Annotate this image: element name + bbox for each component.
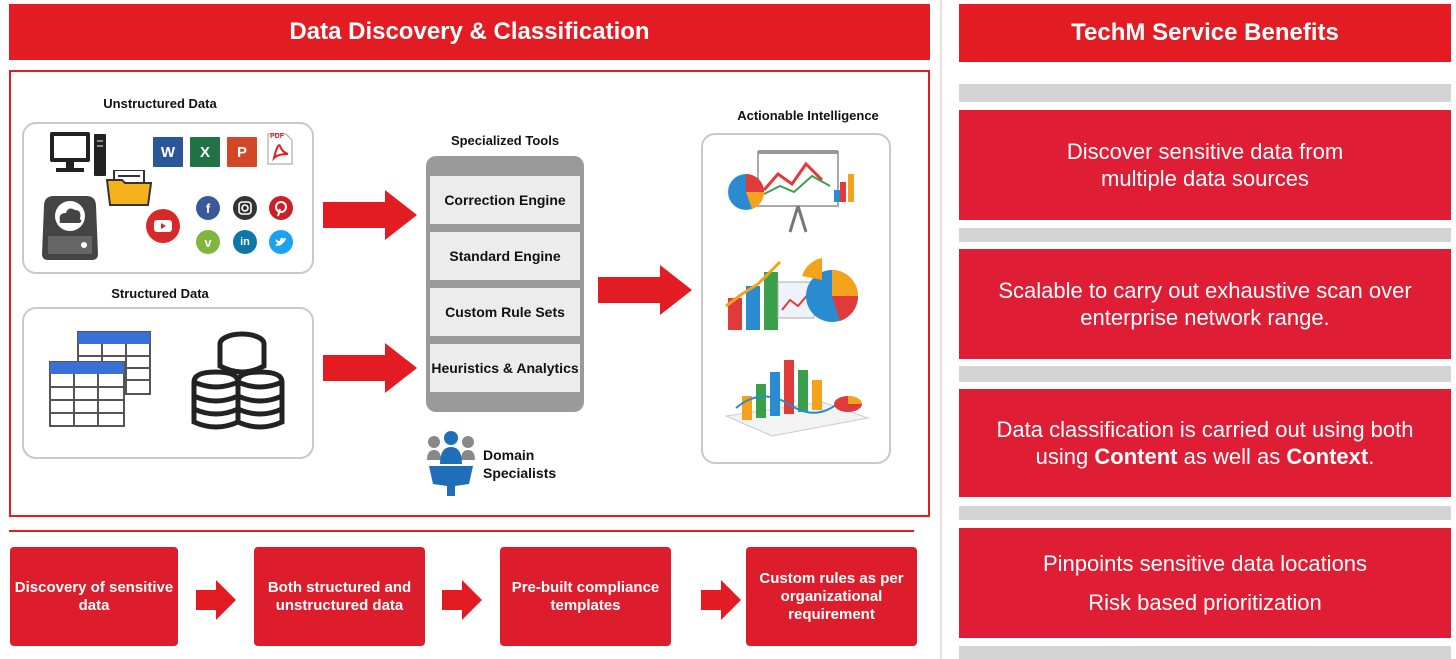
pdf-icon <box>267 133 293 165</box>
benefit-pinpoint-text: Pinpoints sensitive data locations <box>1042 551 1368 576</box>
pdf-icon-text: PDF <box>270 133 284 140</box>
separator-bar-4 <box>959 506 1451 520</box>
presentation-chart-icon <box>728 150 854 233</box>
tool-standard-engine: Standard Engine <box>430 232 580 280</box>
benefit-risk-text: Risk based prioritization <box>1088 590 1322 615</box>
separator-bar-3 <box>959 366 1451 382</box>
benefit-scalable-scan: Scalable to carry out exhaustive scan ov… <box>959 249 1451 359</box>
step-compliance-templates: Pre-built compliance templates <box>500 547 671 646</box>
tool-custom-rule-sets: Custom Rule Sets <box>430 288 580 336</box>
separator-bar-1 <box>959 84 1451 102</box>
separator-bar-2 <box>959 228 1451 242</box>
linkedin-icon: in <box>233 230 257 254</box>
step-arrow-3 <box>701 580 741 620</box>
benefit-scalable-scan-text: Scalable to carry out exhaustive scan ov… <box>998 278 1412 330</box>
domain-specialists-label: Domain Specialists <box>483 447 557 481</box>
arrow-structured-to-tools <box>323 343 417 393</box>
step-structured-unstructured: Both structured and unstructured data <box>254 547 425 646</box>
panel-separator <box>940 0 942 659</box>
database-icon <box>191 331 285 430</box>
benefit-content-context-text: Data classification is carried out using… <box>996 417 1414 469</box>
youtube-icon <box>146 209 180 243</box>
tool-heuristics-analytics: Heuristics & Analytics <box>430 344 580 392</box>
specialized-tools-column: Correction Engine Standard Engine Custom… <box>426 156 584 412</box>
benefit-discover-sources: Discover sensitive data from multiple da… <box>959 110 1451 220</box>
specialized-tools-label: Specialized Tools <box>450 133 560 148</box>
folder-icon <box>106 170 152 206</box>
actionable-intelligence-label: Actionable Intelligence <box>737 108 879 123</box>
powerpoint-icon: P <box>225 135 259 169</box>
facebook-icon: f <box>196 196 220 220</box>
step-arrow-2 <box>442 580 482 620</box>
structured-data-label: Structured Data <box>111 286 209 301</box>
table-icon <box>49 331 151 427</box>
word-icon: W <box>151 135 185 169</box>
step-custom-rules: Custom rules as per organizational requi… <box>746 547 917 646</box>
left-panel-title: Data Discovery & Classification <box>9 4 930 60</box>
steps-divider <box>9 530 914 532</box>
benefit-pinpoint-risk: Pinpoints sensitive data locations Risk … <box>959 528 1451 638</box>
step-arrow-1 <box>196 580 236 620</box>
benefit-content-context: Data classification is carried out using… <box>959 389 1451 497</box>
cloud-drive-icon <box>42 196 98 260</box>
3d-bar-chart-icon <box>724 360 870 437</box>
twitter-icon <box>269 230 293 254</box>
unstructured-data-label: Unstructured Data <box>103 96 217 111</box>
bar-pie-chart-icon <box>725 258 859 330</box>
benefit-discover-sources-text: Discover sensitive data from multiple da… <box>1066 139 1344 191</box>
instagram-icon <box>233 196 257 220</box>
arrow-unstructured-to-tools <box>323 190 417 240</box>
vimeo-icon: v <box>196 230 220 254</box>
domain-specialists-icon <box>427 431 475 496</box>
arrow-tools-to-intelligence <box>598 265 692 315</box>
right-panel-title: TechM Service Benefits <box>959 4 1451 62</box>
tool-correction-engine: Correction Engine <box>430 176 580 224</box>
computer-icon <box>50 132 106 176</box>
step-discovery: Discovery of sensitive data <box>10 547 178 646</box>
separator-bar-5 <box>959 646 1451 659</box>
excel-icon: X <box>188 135 222 169</box>
pinterest-icon <box>269 196 293 220</box>
architecture-frame <box>9 70 930 517</box>
